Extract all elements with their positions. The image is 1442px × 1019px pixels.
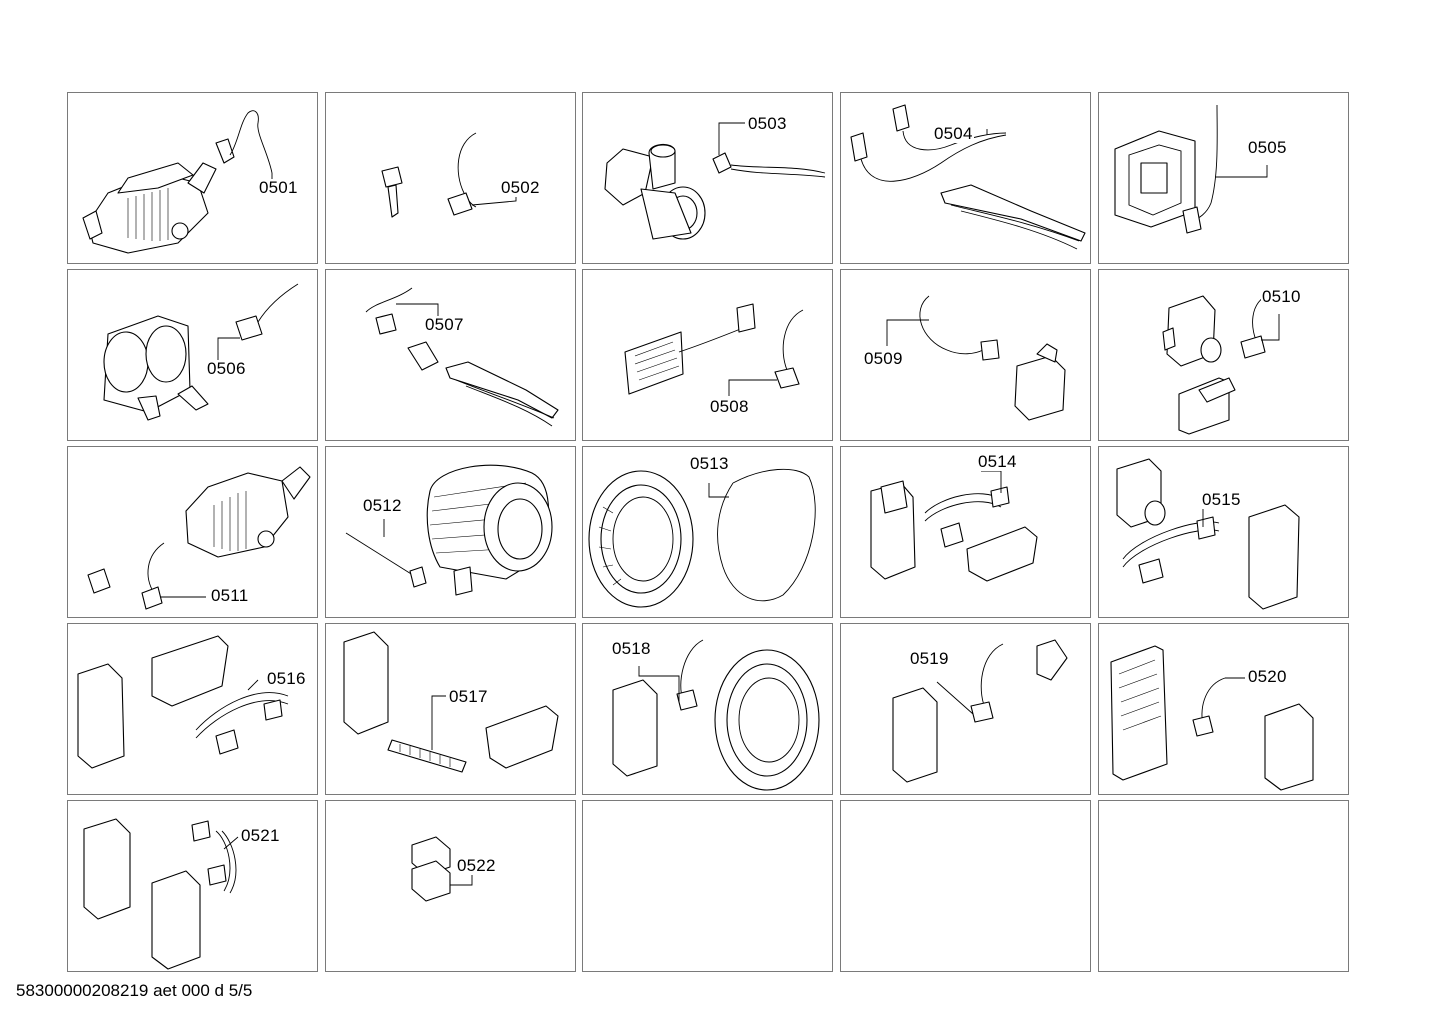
part-label: 0513: [689, 454, 730, 473]
clips-illustration: [411, 836, 473, 902]
part-label: 0503: [747, 114, 788, 133]
pcb-pair-illustration: [1110, 645, 1314, 791]
part-cell-0521[interactable]: 0521: [67, 800, 318, 972]
part-cell-0509[interactable]: 0509: [840, 269, 1091, 441]
module-cable-illustration: [343, 631, 559, 773]
module-door-illustration: [612, 639, 820, 791]
part-label: 0514: [977, 452, 1018, 471]
part-label: 0517: [448, 687, 489, 706]
part-label: 0501: [258, 178, 299, 197]
part-label: 0511: [210, 586, 250, 605]
pump-kit-illustration: [87, 466, 311, 610]
module-kit-illustration: [77, 635, 289, 769]
module-pair-illustration: [83, 818, 239, 970]
part-label: 0506: [206, 359, 247, 378]
part-cell-0506[interactable]: 0506: [67, 269, 318, 441]
drain-pump-illustration: [82, 110, 273, 254]
heater-harness-illustration: [850, 104, 1086, 250]
part-label: 0509: [863, 349, 904, 368]
part-cell-0512[interactable]: 0512: [325, 446, 576, 618]
part-cell-0503[interactable]: 0503: [582, 92, 833, 264]
part-label: 0516: [266, 669, 307, 688]
part-cell-0511[interactable]: 0511: [67, 446, 318, 618]
part-cell-0515[interactable]: 0515: [1098, 446, 1349, 618]
part-cell-0522[interactable]: 0522: [325, 800, 576, 972]
part-label: 0505: [1247, 138, 1288, 157]
part-cell-0510[interactable]: 0510: [1098, 269, 1349, 441]
module-lock-illustration: [892, 639, 1068, 783]
control-box-illustration: [1114, 104, 1268, 234]
valve-module-illustration: [1116, 458, 1300, 610]
pcb-module-illustration: [624, 303, 804, 396]
part-cell-0513[interactable]: 0513: [582, 446, 833, 618]
tub-illustration: [345, 464, 553, 596]
part-cell-0518[interactable]: 0518: [582, 623, 833, 795]
part-label: 0515: [1201, 490, 1242, 509]
part-label: 0510: [1261, 287, 1302, 306]
part-label: 0520: [1247, 667, 1288, 686]
part-label: 0512: [362, 496, 403, 515]
part-cell-0505[interactable]: 0505: [1098, 92, 1349, 264]
part-label: 0507: [424, 315, 465, 334]
water-valve-illustration: [103, 283, 299, 421]
drawing-reference-number: 58300000208219 aet 000 d 5/5: [16, 981, 253, 1000]
sensor-harness-illustration: [381, 132, 517, 218]
part-label: 0518: [611, 639, 652, 658]
part-label: 0504: [933, 124, 974, 143]
part-cell-0516[interactable]: 0516: [67, 623, 318, 795]
part-cell-0502[interactable]: 0502: [325, 92, 576, 264]
pump-housing-illustration: [604, 122, 826, 240]
part-cell-0507[interactable]: 0507: [325, 269, 576, 441]
empty-cell: [840, 800, 1091, 972]
part-label: 0521: [240, 826, 281, 845]
part-cell-0501[interactable]: 0501: [67, 92, 318, 264]
part-cell-0517[interactable]: 0517: [325, 623, 576, 795]
part-cell-0508[interactable]: 0508: [582, 269, 833, 441]
part-cell-0514[interactable]: 0514: [840, 446, 1091, 618]
heater-kit-illustration: [365, 287, 559, 427]
door-lock-illustration: [886, 295, 1066, 421]
part-cell-0519[interactable]: 0519: [840, 623, 1091, 795]
part-cell-0520[interactable]: 0520: [1098, 623, 1349, 795]
valve-kit-illustration: [1162, 293, 1280, 435]
empty-cell: [1098, 800, 1349, 972]
empty-cell: [582, 800, 833, 972]
part-cell-0504[interactable]: 0504: [840, 92, 1091, 264]
part-label: 0508: [709, 397, 750, 416]
part-label: 0502: [500, 178, 541, 197]
part-label: 0519: [909, 649, 950, 668]
module-kit-illustration: [870, 470, 1038, 582]
door-seal-ring-illustration: [588, 468, 816, 608]
part-label: 0522: [456, 856, 497, 875]
